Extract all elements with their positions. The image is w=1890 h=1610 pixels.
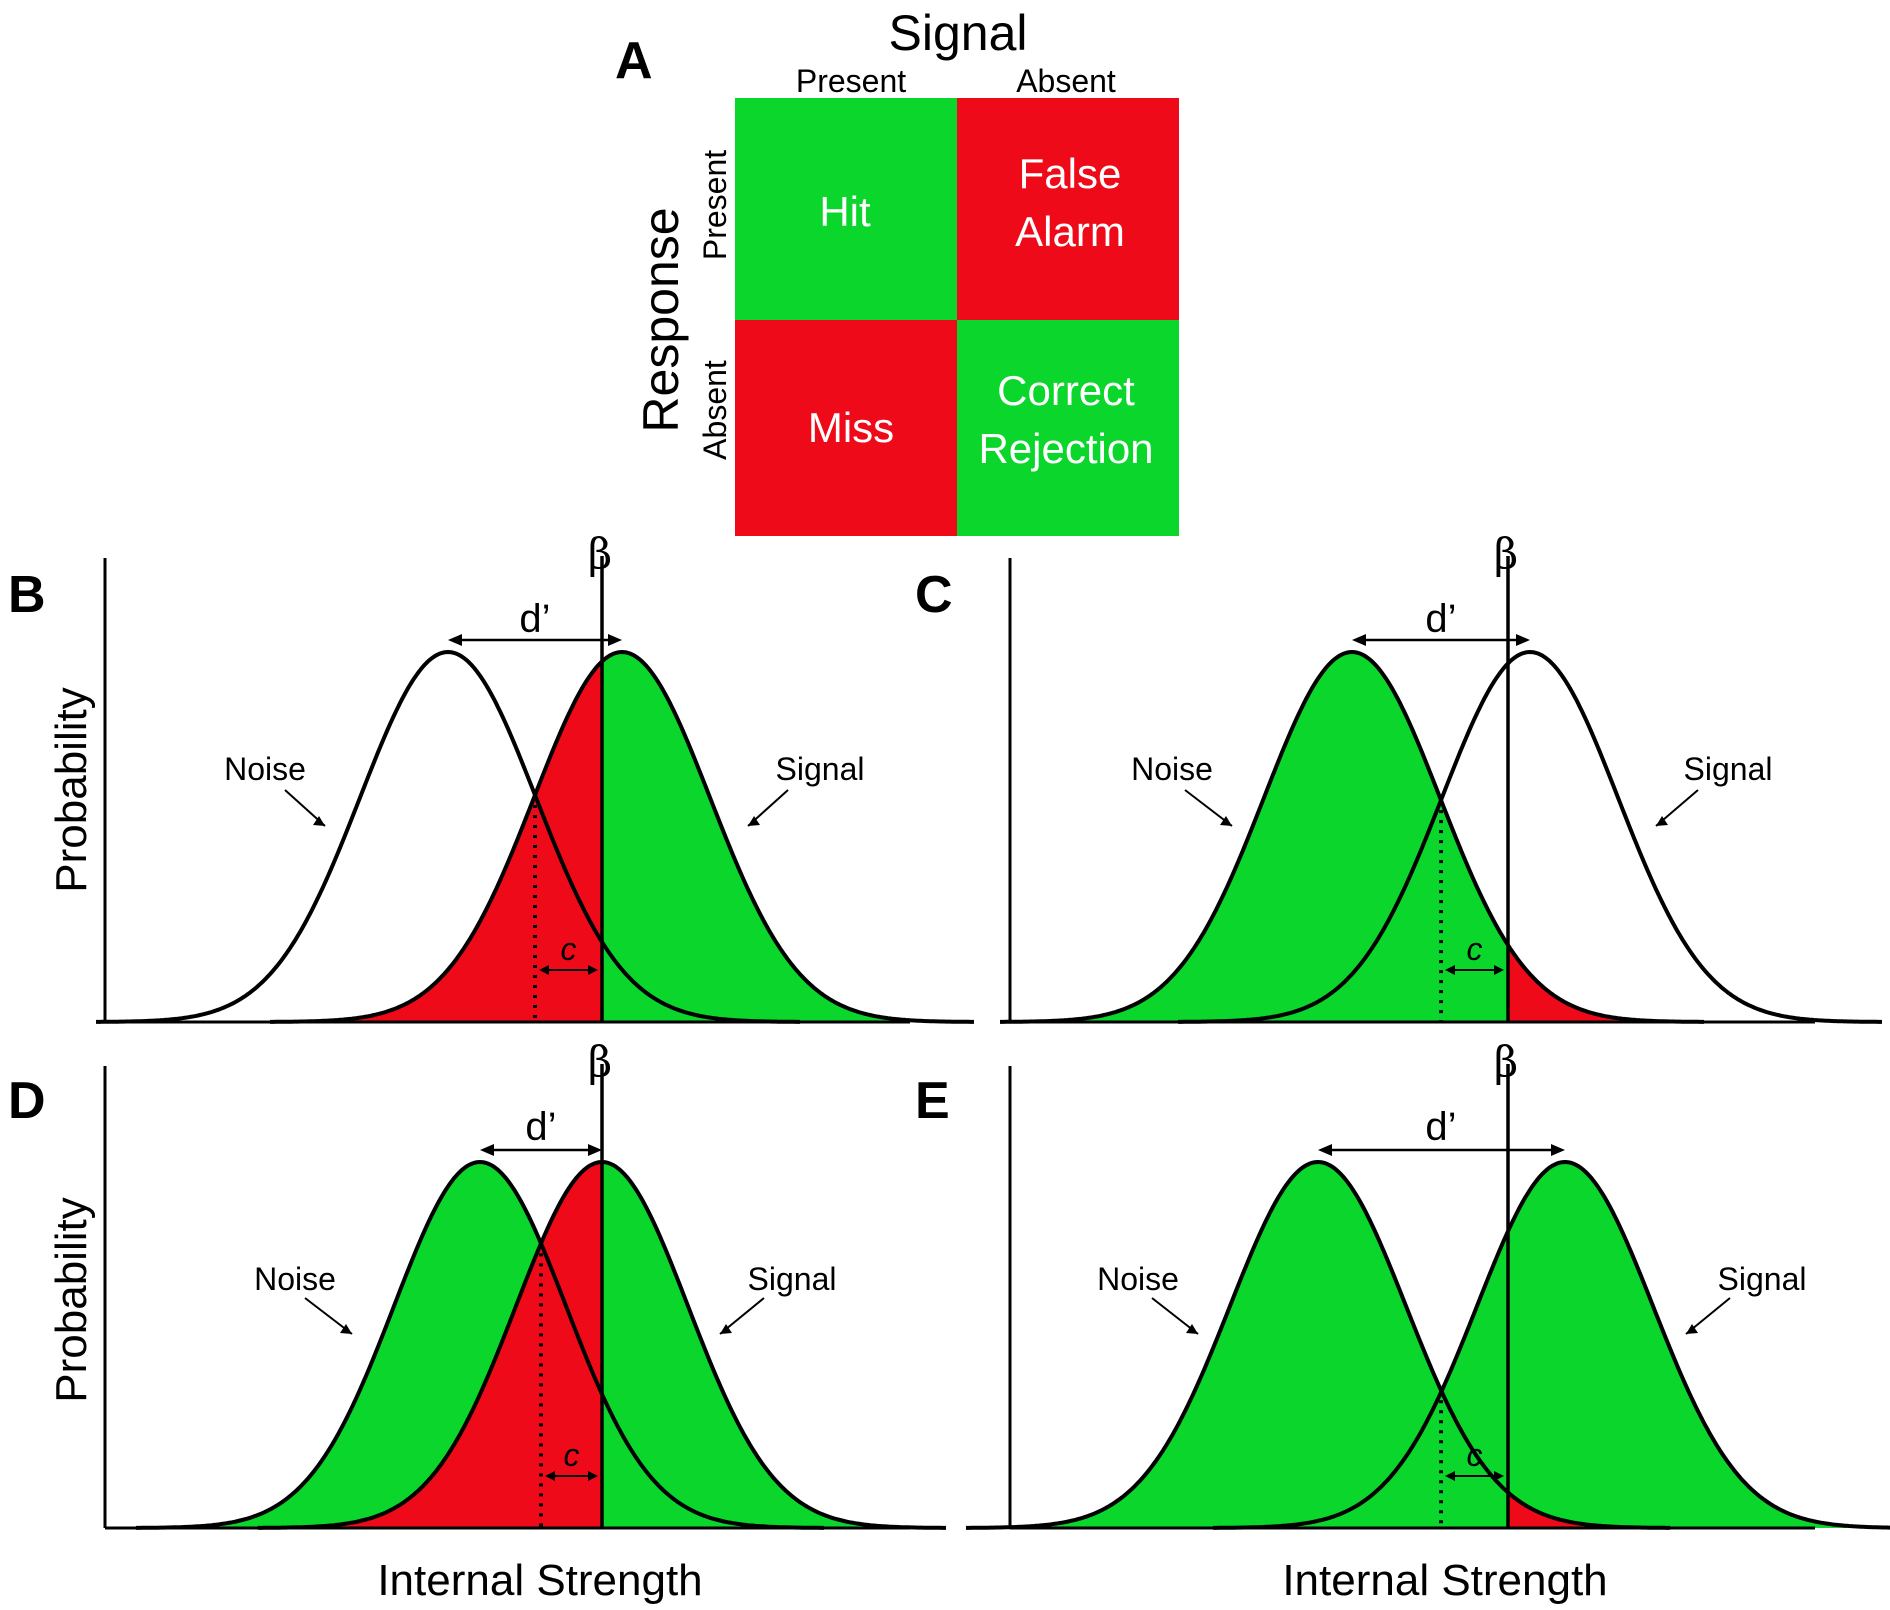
- signal-pointer-arrowhead: [748, 816, 760, 826]
- beta-label: β: [1494, 1037, 1518, 1086]
- noise-curve: [966, 1159, 1670, 1530]
- miss-label: Miss: [808, 404, 894, 451]
- signal-pointer-arrowhead: [1686, 1324, 1698, 1334]
- c-label: c: [1467, 1437, 1483, 1473]
- c-label: c: [561, 931, 577, 967]
- panel-e-distributions: Eβ c d’ Noise Signal: [915, 1037, 1890, 1530]
- noise-label: Noise: [224, 751, 306, 787]
- noise-pointer-arrowhead: [340, 1324, 352, 1334]
- signal-label: Signal: [776, 751, 865, 787]
- matrix-column-title: Signal: [889, 5, 1028, 61]
- correct-rejection-label-line2: Rejection: [978, 425, 1153, 472]
- d-prime-label: d’: [519, 597, 550, 641]
- hit-cell: [735, 98, 957, 320]
- d-prime-arrowhead-left: [448, 634, 462, 646]
- row-header-present: Present: [697, 150, 733, 260]
- beta-label: β: [588, 1037, 612, 1086]
- c-arrowhead-left: [1445, 1471, 1455, 1481]
- d-prime-arrowhead-right: [1516, 634, 1530, 646]
- d-prime-arrowhead-left: [480, 1144, 494, 1156]
- noise-area: [966, 1162, 1670, 1528]
- false-alarm-area: [1508, 945, 1704, 1022]
- c-arrowhead-left: [539, 965, 549, 975]
- d-prime-arrowhead-right: [608, 634, 622, 646]
- d-prime-label: d’: [1425, 1105, 1456, 1149]
- beta-label: β: [1494, 529, 1518, 578]
- c-arrowhead-left: [545, 1471, 555, 1481]
- signal-pointer-arrowhead: [1656, 816, 1668, 826]
- x-axis-title-left: Internal Strength: [377, 1556, 702, 1605]
- noise-area: [1000, 652, 1704, 1022]
- matrix-row-title: Response: [633, 207, 689, 432]
- d-prime-arrowhead-right: [1551, 1144, 1565, 1156]
- miss-area: [258, 1162, 602, 1528]
- signal-pointer-arrowhead: [720, 1324, 732, 1334]
- panel-letter: C: [915, 566, 953, 624]
- miss-cell: [735, 320, 957, 536]
- d-prime-arrowhead-left: [1352, 634, 1366, 646]
- noise-curve: [1000, 649, 1704, 1024]
- miss-area: [270, 661, 602, 1022]
- noise-curve: [136, 1159, 824, 1530]
- signal-area: [1213, 1162, 1890, 1528]
- correct-rejection-cell: [957, 320, 1179, 536]
- noise-pointer-arrowhead: [313, 816, 325, 826]
- row-header-absent: Absent: [697, 360, 733, 460]
- c-arrowhead-right: [588, 965, 598, 975]
- d-prime-label: d’: [1425, 597, 1456, 641]
- c-arrowhead-right: [1494, 1471, 1504, 1481]
- noise-area: [136, 1162, 824, 1528]
- noise-pointer-arrowhead: [1186, 1324, 1198, 1334]
- c-arrowhead-right: [588, 1471, 598, 1481]
- c-arrowhead-left: [1445, 965, 1455, 975]
- signal-curve: [1178, 649, 1882, 1024]
- x-axis-title-right: Internal Strength: [1282, 1556, 1607, 1605]
- noise-pointer-arrowhead: [1220, 816, 1232, 826]
- noise-label: Noise: [1097, 1261, 1179, 1297]
- noise-label: Noise: [254, 1261, 336, 1297]
- d-prime-arrowhead-right: [588, 1144, 602, 1156]
- d-prime-label: d’: [525, 1105, 556, 1149]
- hit-label: Hit: [819, 188, 871, 235]
- panel-letter: B: [8, 566, 46, 624]
- c-label: c: [1467, 931, 1483, 967]
- panel-letter: E: [915, 1072, 950, 1130]
- signal-label: Signal: [748, 1261, 837, 1297]
- d-prime-arrowhead-left: [1318, 1144, 1332, 1156]
- panel-b-distributions: Bβ c d’ Noise Signal: [8, 529, 974, 1024]
- noise-label: Noise: [1131, 751, 1213, 787]
- column-header-absent: Absent: [1016, 63, 1116, 99]
- correct-rejection-label-line1: Correct: [997, 367, 1135, 414]
- signal-label: Signal: [1684, 751, 1773, 787]
- panel-letter: D: [8, 1072, 46, 1130]
- y-axis-title-bottom: Probability: [47, 1197, 96, 1402]
- false-alarm-label-line1: False: [1019, 150, 1122, 197]
- false-alarm-area: [1508, 1492, 1670, 1528]
- y-axis-title-top: Probability: [47, 687, 96, 892]
- signal-curve: [270, 649, 974, 1024]
- c-arrowhead-right: [1494, 965, 1504, 975]
- signal-curve: [1213, 1159, 1890, 1530]
- panel-c-distributions: Cβ c d’ Noise Signal: [915, 529, 1882, 1024]
- beta-label: β: [588, 529, 612, 578]
- signal-label: Signal: [1718, 1261, 1807, 1297]
- false-alarm-label-line2: Alarm: [1015, 208, 1125, 255]
- panel-d-distributions: Dβ c d’ Noise Signal: [8, 1037, 946, 1530]
- panel-letter-a: A: [615, 32, 653, 90]
- false-alarm-cell: [957, 98, 1179, 320]
- noise-curve: [96, 649, 800, 1024]
- c-label: c: [564, 1437, 580, 1473]
- signal-area: [270, 652, 974, 1022]
- panel-a-matrix: A Signal Present Absent Response Present…: [615, 5, 1179, 536]
- column-header-present: Present: [796, 63, 906, 99]
